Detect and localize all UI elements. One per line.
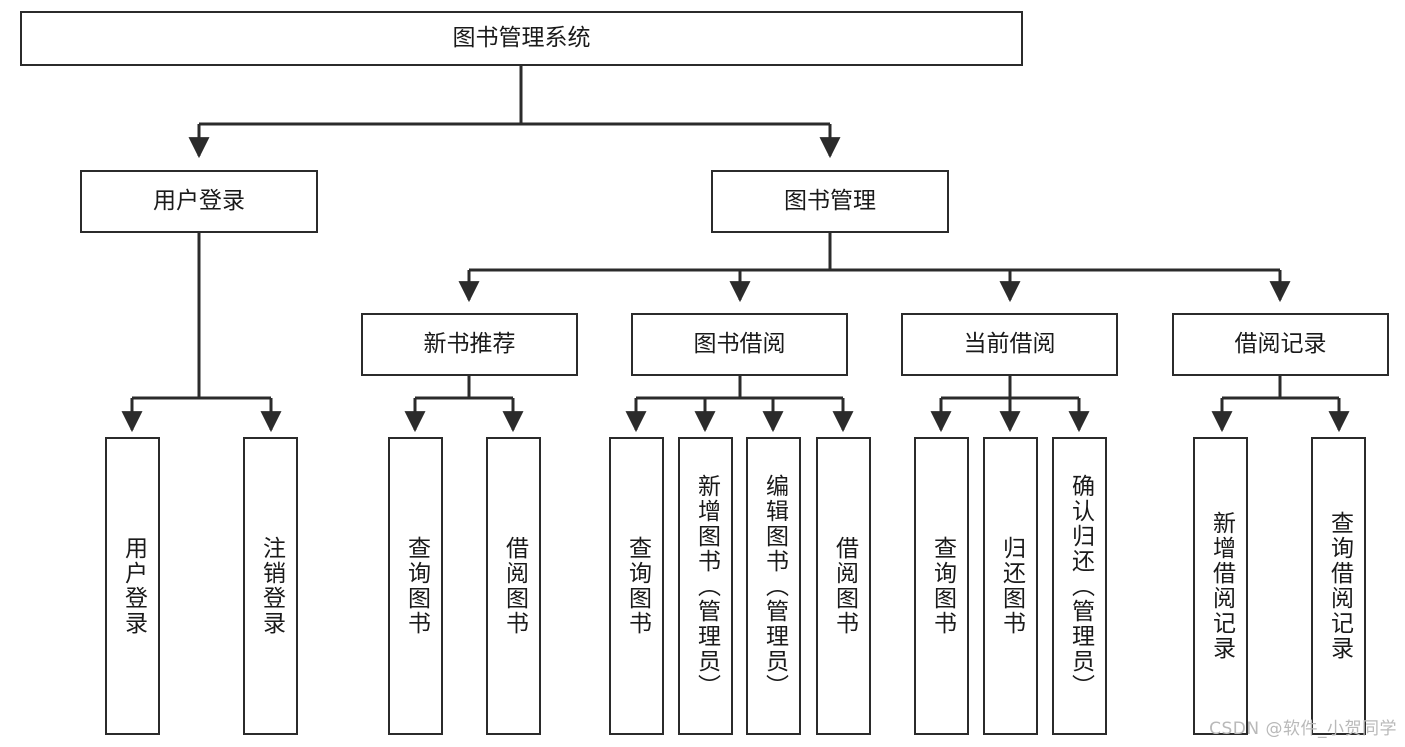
node-label: 当前借阅 bbox=[963, 330, 1056, 357]
leaf-borrow-edit-book-admin[interactable]: 编辑图书（管理员） bbox=[746, 437, 801, 735]
node-book-borrow[interactable]: 图书借阅 bbox=[631, 313, 848, 376]
node-user-login[interactable]: 用户登录 bbox=[80, 170, 318, 233]
leaf-records-query-record[interactable]: 查询借阅记录 bbox=[1311, 437, 1366, 735]
node-label: 用户登录 bbox=[153, 187, 245, 214]
leaf-current-confirm-return-admin[interactable]: 确认归还（管理员） bbox=[1052, 437, 1107, 735]
node-label: 图书管理 bbox=[784, 187, 876, 214]
node-label: 编辑图书（管理员） bbox=[761, 473, 788, 699]
leaf-user-login-logout[interactable]: 注销登录 bbox=[243, 437, 298, 735]
leaf-new-book-query[interactable]: 查询图书 bbox=[388, 437, 443, 735]
node-label: 图书借阅 bbox=[693, 330, 786, 357]
node-new-book-recommend[interactable]: 新书推荐 bbox=[361, 313, 578, 376]
node-book-management[interactable]: 图书管理 bbox=[711, 170, 949, 233]
node-label: 新增图书（管理员） bbox=[693, 473, 720, 699]
leaf-borrow-query-book[interactable]: 查询图书 bbox=[609, 437, 664, 735]
node-current-borrow[interactable]: 当前借阅 bbox=[901, 313, 1118, 376]
leaf-current-return-book[interactable]: 归还图书 bbox=[983, 437, 1038, 735]
leaf-records-add-record[interactable]: 新增借阅记录 bbox=[1193, 437, 1248, 735]
node-label: 借阅图书 bbox=[501, 536, 528, 636]
leaf-current-query-book[interactable]: 查询图书 bbox=[914, 437, 969, 735]
leaf-borrow-add-book-admin[interactable]: 新增图书（管理员） bbox=[678, 437, 733, 735]
node-label: 图书管理系统 bbox=[452, 24, 591, 51]
leaf-new-book-borrow[interactable]: 借阅图书 bbox=[486, 437, 541, 735]
leaf-user-login-login[interactable]: 用户登录 bbox=[105, 437, 160, 735]
node-label: 查询图书 bbox=[929, 536, 956, 636]
node-label: 确认归还（管理员） bbox=[1067, 473, 1094, 699]
node-label: 新书推荐 bbox=[423, 330, 516, 357]
node-label: 借阅图书 bbox=[831, 536, 858, 636]
node-borrow-records[interactable]: 借阅记录 bbox=[1172, 313, 1389, 376]
node-label: 借阅记录 bbox=[1234, 330, 1327, 357]
node-label: 查询借阅记录 bbox=[1326, 511, 1353, 661]
node-label: 注销登录 bbox=[258, 536, 285, 636]
watermark: CSDN @软件_小贺同学 bbox=[1209, 719, 1397, 739]
node-label: 查询图书 bbox=[624, 536, 651, 636]
node-label: 归还图书 bbox=[998, 536, 1025, 636]
leaf-borrow-borrow-book[interactable]: 借阅图书 bbox=[816, 437, 871, 735]
node-label: 新增借阅记录 bbox=[1208, 511, 1235, 661]
node-label: 用户登录 bbox=[120, 536, 147, 636]
node-label: 查询图书 bbox=[403, 536, 430, 636]
node-root[interactable]: 图书管理系统 bbox=[20, 11, 1023, 66]
